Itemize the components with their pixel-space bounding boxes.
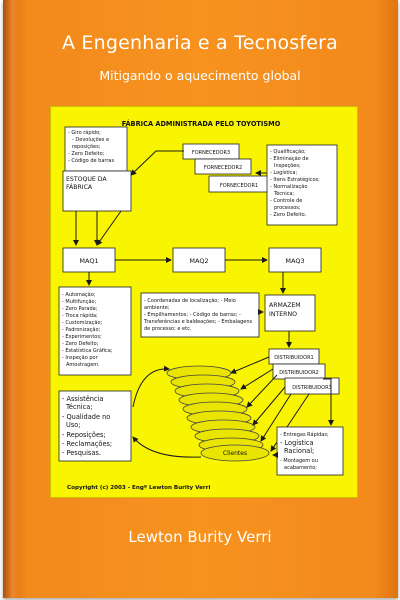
fornecedor2-box: FORNECEDOR2 — [194, 158, 252, 175]
armazem-interno-box: ARMAZEM INTERNO — [264, 294, 316, 332]
diagram-copyright: Copyright (c) 2003 - Engº Lewton Burity … — [67, 484, 210, 491]
book-title: A Engenharia e a Tecnosfera — [61, 32, 339, 54]
diagram-panel: FÁBRICA ADMINISTRADA PELO TOYOTISMO - Gi… — [50, 106, 358, 498]
maq2-box: MAQ2 — [172, 247, 226, 273]
estoque-notes-box: - Giro rápido; - Devoluções e reposições… — [64, 126, 128, 172]
svg-text:MAQ3: MAQ3 — [285, 257, 304, 265]
cliente-oval — [200, 444, 270, 462]
maq1-box: MAQ1 — [62, 247, 116, 273]
diagram-title: FÁBRICA ADMINISTRADA PELO TOYOTISMO — [122, 119, 281, 128]
estoque-fabrica-box: ESTOQUE DA FÁBRICA — [62, 170, 132, 212]
arrow-dist-cliente — [240, 368, 274, 390]
arrow-dist-entregas — [323, 378, 334, 426]
distribuidor2-box: DISTRIBUIDOR2 — [272, 363, 326, 380]
logistica-notes-box: - Coordenadas de localização; - Meio amb… — [140, 292, 260, 338]
maq-notes-text: - Automação; - Multifunção; - Zero Parad… — [62, 292, 114, 368]
maq-notes-box: - Automação; - Multifunção; - Zero Parad… — [58, 286, 132, 376]
logistica-notes-text: - Coordenadas de localização; - Meio amb… — [143, 298, 254, 332]
book-spine-shading — [3, 0, 19, 598]
book-subtitle: Mitigando o aquecimento global — [99, 68, 301, 83]
fornecedor3-box: FORNECEDOR3 — [182, 143, 240, 160]
svg-text:FORNECEDOR3: FORNECEDOR3 — [192, 150, 230, 156]
arrow-dist-cliente — [252, 386, 286, 426]
estoque-notes-text: - Giro rápido; - Devoluções e reposições… — [68, 129, 114, 164]
svg-text:FORNECEDOR1: FORNECEDOR1 — [220, 183, 258, 189]
assistencia-notes-box: - Assistência Técnica; - Qualidade no Us… — [58, 390, 132, 462]
estoque-fabrica-label: ESTOQUE DA FÁBRICA — [66, 176, 109, 191]
arrow-fornecedor-to-estoque — [130, 150, 184, 176]
maq3-box: MAQ3 — [268, 247, 322, 273]
arrow-dist-cliente — [260, 393, 292, 442]
distribuidor3-box: DISTRIBUIDOR3 — [284, 377, 340, 395]
arrow-estoque-diag — [96, 210, 122, 246]
fornecedor1-box: FORNECEDOR1 — [208, 175, 270, 193]
svg-text:DISTRIBUIDOR2: DISTRIBUIDOR2 — [279, 370, 319, 376]
svg-text:MAQ1: MAQ1 — [79, 257, 98, 265]
arrow-dist-cliente — [246, 374, 278, 408]
arrow-clientes-assistencia — [132, 436, 202, 458]
fornecedor-notes-box: - Qualificação; - Eliminação de Inspeçõe… — [266, 144, 338, 226]
armazem-interno-label: ARMAZEM INTERNO — [269, 302, 303, 318]
svg-text:FORNECEDOR2: FORNECEDOR2 — [204, 165, 242, 171]
entregas-notes-text: - Entregas Rápidas; - Logística Racional… — [280, 421, 334, 471]
clientes-group: Clientes — [166, 365, 270, 462]
book-author: Lewton Burity Verri — [128, 528, 272, 546]
svg-text:DISTRIBUIDOR3: DISTRIBUIDOR3 — [292, 385, 332, 391]
arrow-assistencia-loop — [132, 365, 170, 408]
assistencia-notes-text: - Assistência Técnica; - Qualidade no Us… — [62, 395, 114, 457]
clientes-label: Clientes — [223, 450, 247, 457]
fornecedor-notes-text: - Qualificação; - Eliminação de Inspeçõe… — [270, 149, 321, 218]
arrow-dist-cliente — [230, 356, 270, 374]
svg-text:DISTRIBUIDOR1: DISTRIBUIDOR1 — [274, 355, 314, 361]
entregas-notes-box: - Entregas Rápidas; - Logística Racional… — [276, 421, 344, 476]
toyotismo-diagram: FÁBRICA ADMINISTRADA PELO TOYOTISMO - Gi… — [58, 119, 344, 491]
svg-text:MAQ2: MAQ2 — [189, 257, 208, 265]
distribuidor1-box: DISTRIBUIDOR1 — [268, 348, 320, 365]
